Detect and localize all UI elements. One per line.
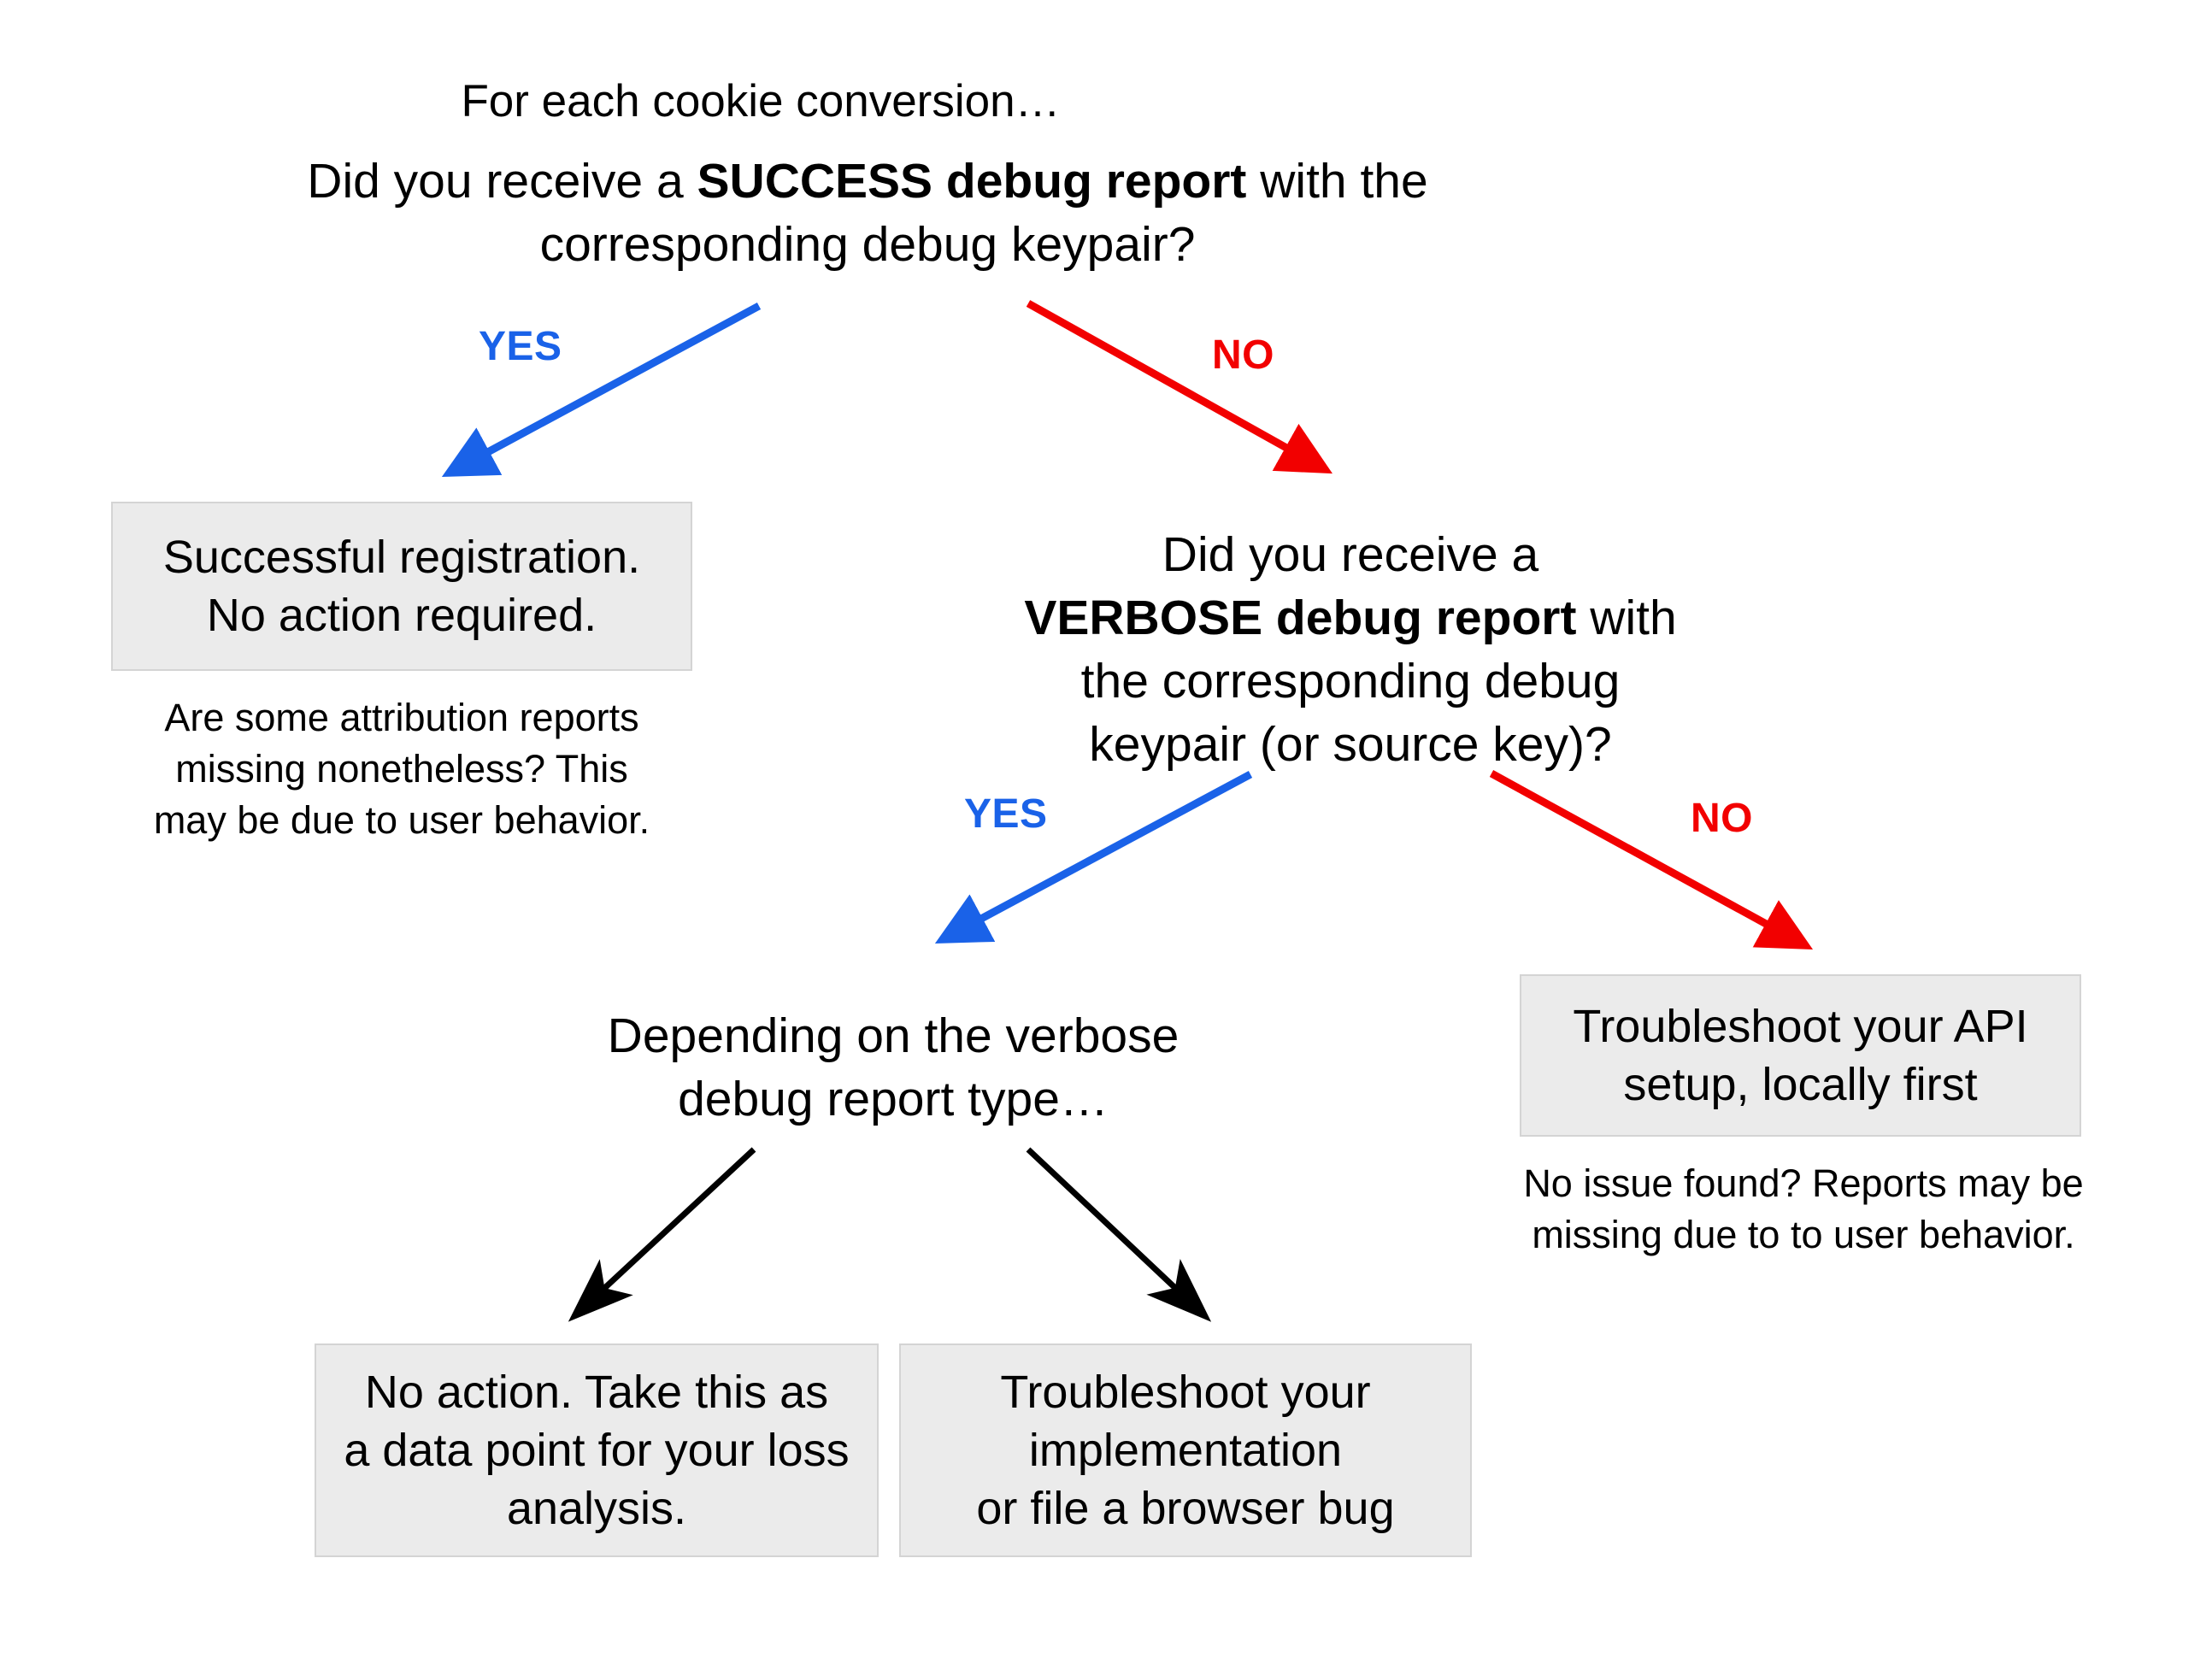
question-2-prefix: Did you receive a (1162, 527, 1539, 582)
question-2: Did you receive a VERBOSE debug report w… (1009, 523, 1692, 776)
branch-label-q2-yes: YES (964, 791, 1048, 837)
question-1-prefix: Did you receive a (307, 154, 697, 209)
arrow-q3-left (568, 1147, 756, 1322)
arrow-q3-right (1026, 1147, 1212, 1322)
arrow-q1-no (1026, 300, 1332, 474)
question-1-suffix: with the corresponding debug keypair? (539, 154, 1428, 273)
question-2-emphasis: VERBOSE debug report (1024, 591, 1577, 646)
question-1-emphasis: SUCCESS debug report (697, 154, 1247, 209)
box-successful-registration[interactable]: Successful registration. No action requi… (111, 502, 692, 671)
box-troubleshoot-implementation[interactable]: Troubleshoot your implementation or file… (899, 1343, 1472, 1557)
arrow-q2-no (1489, 770, 1814, 950)
question-1: Did you receive a SUCCESS debug report w… (282, 150, 1453, 276)
box-no-action-loss-analysis[interactable]: No action. Take this as a data point for… (315, 1343, 879, 1557)
question-3: Depending on the verbose debug report ty… (607, 1008, 1180, 1127)
question-2-suffix: with the corresponding debug keypair (or… (1080, 591, 1677, 773)
branch-label-q1-no: NO (1212, 332, 1274, 378)
box-troubleshoot-api[interactable]: Troubleshoot your API setup, locally fir… (1520, 974, 2081, 1137)
branch-label-q2-no: NO (1691, 796, 1753, 841)
branch-label-q1-yes: YES (479, 324, 562, 369)
flow-lead-text: For each cookie conversion… (461, 76, 1061, 126)
caption-under-troubleshoot-api: No issue found? Reports may be missing d… (1523, 1161, 2084, 1256)
caption-under-successful-registration: Are some attribution reports missing non… (153, 696, 650, 842)
